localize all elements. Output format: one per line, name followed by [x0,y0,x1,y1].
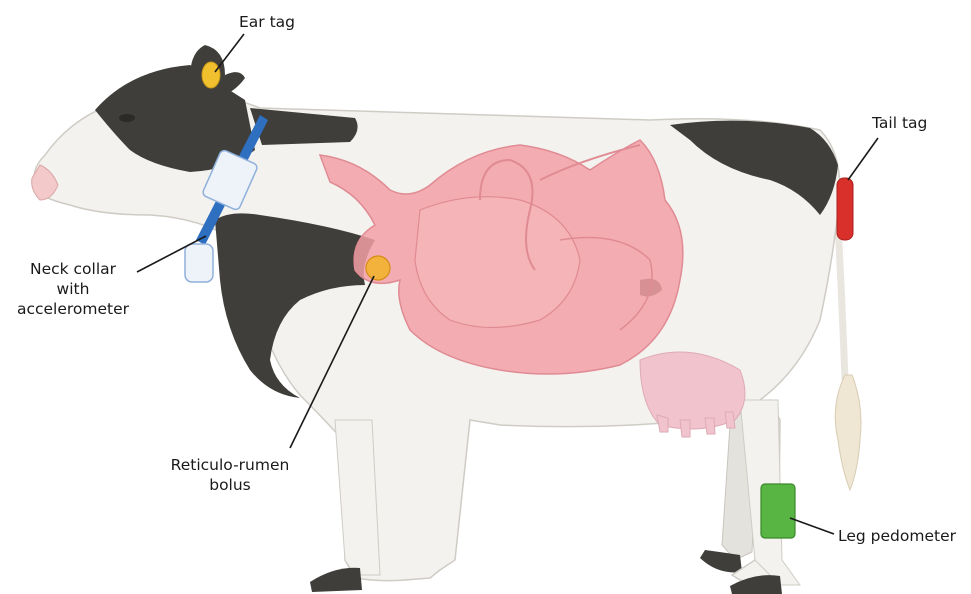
tail-tag [837,178,853,240]
front-leg [335,420,380,575]
tail [835,225,861,490]
neck-collar-label-line3: accelerometer [8,299,138,319]
leg-pedometer-label: Leg pedometer [838,526,956,546]
neck-collar-label: Neck collar with accelerometer [8,259,138,319]
tail-tag-label: Tail tag [872,113,927,133]
neck-collar-label-line2: with [8,279,138,299]
leg-pedometer [761,484,795,538]
cow-eye [119,114,135,122]
bolus-label: Reticulo-rumen bolus [160,455,300,495]
front-hoof [310,568,362,592]
reticulo-rumen-bolus [366,256,390,280]
neck-collar-label-line1: Neck collar [8,259,138,279]
bolus-label-line2: bolus [160,475,300,495]
bolus-label-line1: Reticulo-rumen [160,455,300,475]
ear-tag [202,62,220,88]
ear-tag-label: Ear tag [239,12,295,32]
